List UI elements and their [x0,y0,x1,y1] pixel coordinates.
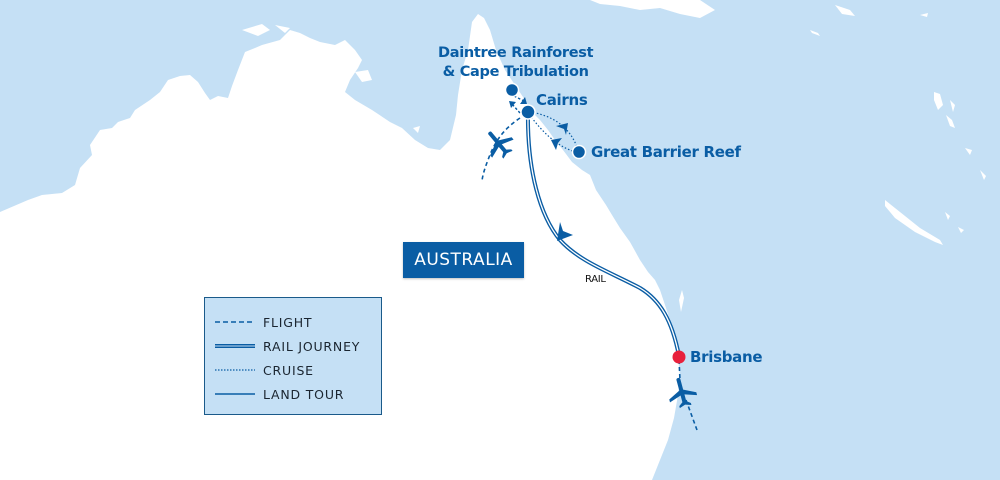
airplane-icon-brisbane [669,377,698,409]
country-label: AUSTRALIA [403,242,524,278]
land-route-to-daintree [513,95,525,102]
place-label-great-barrier-reef: Great Barrier Reef [591,143,741,161]
cruise-arrow-out [556,123,568,135]
place-label-brisbane: Brisbane [690,348,763,366]
marker-great-barrier-reef [571,144,587,160]
flight-route-cairns [481,117,521,183]
rail-route-label: RAIL [585,274,606,285]
land-route-to-cairns [511,103,521,114]
solid-line-icon [215,393,255,395]
legend-label: LAND TOUR [263,386,345,402]
legend-item-land-tour: LAND TOUR [205,382,381,406]
airplane-icon-cairns [488,131,514,159]
place-label-daintree: Daintree Rainforest & Cape Tribulation [438,44,594,82]
marker-brisbane [672,350,686,364]
dashed-line-icon [215,321,255,323]
marker-cairns [520,104,536,120]
marker-daintree [504,82,520,98]
cruise-arrow-back [551,138,562,150]
legend-label: RAIL JOURNEY [263,338,361,354]
legend-label: FLIGHT [263,314,313,330]
legend: FLIGHT RAIL JOURNEY CRUISE LAND TOUR [204,297,382,415]
land-australia [0,14,680,480]
place-label-cairns: Cairns [536,91,588,109]
dotted-line-icon [215,369,255,371]
legend-label: CRUISE [263,362,314,378]
double-line-icon [215,344,255,348]
legend-item-flight: FLIGHT [205,310,381,334]
cruise-route-back [531,117,577,153]
rail-arrow [557,222,573,241]
daintree-line1: Daintree Rainforest [438,45,594,61]
legend-item-cruise: CRUISE [205,358,381,382]
legend-item-rail: RAIL JOURNEY [205,334,381,358]
daintree-line2: & Cape Tribulation [442,64,589,80]
